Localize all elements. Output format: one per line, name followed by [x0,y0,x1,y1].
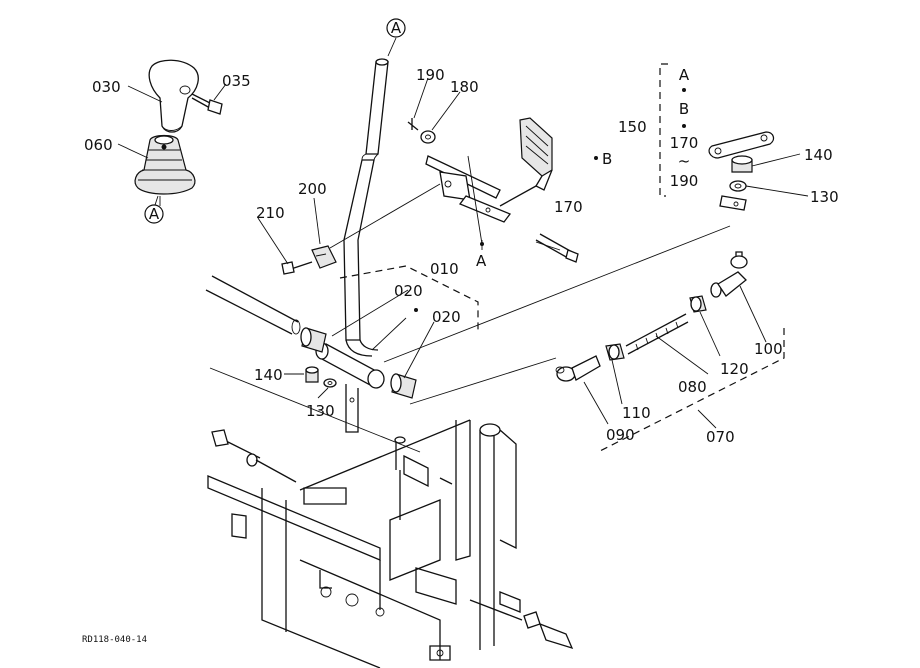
label-140-right: 140 [804,146,833,164]
bushing-020-left [300,327,327,353]
clip-150 [719,195,747,211]
label-200: 200 [298,180,327,198]
ref-circle-a-top: A [386,18,406,38]
ref-a-bracket: A [476,252,487,270]
washer-130-left [323,378,337,388]
bolt-210 [281,261,313,275]
guide-lines [209,155,731,453]
kit-tilde: ~ [678,152,691,170]
rod-end-100 [710,251,748,298]
leader-lines [117,37,809,429]
ref-a-top-text: A [391,19,402,37]
pivot-boss [315,342,385,389]
label-010: 010 [430,260,459,278]
label-210: 210 [256,204,285,222]
collar-140-right [731,155,753,173]
shift-lever-rod [343,58,389,357]
label-190: 190 [416,66,445,84]
ref-a-boot-text: A [149,205,160,223]
nut-120 [689,295,707,313]
shift-boot [134,134,196,195]
label-170: 170 [554,198,583,216]
ref-circle-a-boot: A [144,204,164,224]
label-035: 035 [222,72,251,90]
label-120: 120 [720,360,749,378]
pivot-shaft [205,275,301,335]
lower-frame [207,419,574,668]
label-140-left: 140 [254,366,283,384]
link-plate-150 [708,131,775,159]
bracket-010 [339,265,479,332]
kit-a: A [679,66,690,84]
gate-plate [499,117,553,207]
bullet-dots [414,88,686,312]
guide-bracket [425,155,512,223]
label-070: 070 [706,428,735,446]
collar-140-left [305,366,319,383]
label-020-b: 020 [432,308,461,326]
kit-b: B [679,100,689,118]
stopper-200 [311,245,337,269]
label-060: 060 [84,136,113,154]
kit-end: 190 [670,172,699,190]
drawing-code: RD118-040-14 [82,635,147,645]
label-130-left: 130 [306,402,335,420]
washer-130-right [729,180,747,192]
label-110: 110 [622,404,651,422]
bolt-170 [535,233,579,263]
bracket-070 [597,328,785,453]
label-090: 090 [606,426,635,444]
label-030: 030 [92,78,121,96]
label-150: 150 [618,118,647,136]
shift-knob [148,59,199,133]
pin-190 [407,118,419,131]
ref-b-point: B [602,150,612,168]
rod-080 [625,313,689,355]
nut-110 [605,343,625,361]
bushing-020-right [390,373,417,399]
bracket-150 [659,63,668,197]
knob-screw [191,93,223,115]
rod-end-090 [555,355,601,382]
label-130-right: 130 [810,188,839,206]
label-100: 100 [754,340,783,358]
lower-lever-arm [345,384,359,433]
label-080: 080 [678,378,707,396]
washer-180 [420,130,436,144]
kit-start: 170 [670,134,699,152]
label-180: 180 [450,78,479,96]
label-020-a: 020 [394,282,423,300]
